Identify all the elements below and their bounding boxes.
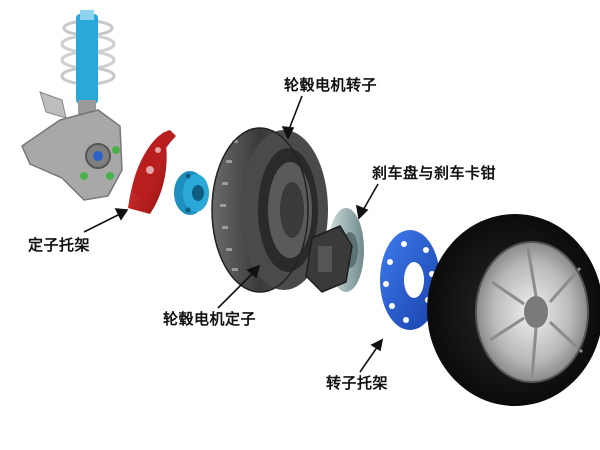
arrow-brake — [361, 183, 379, 213]
label-brake-disc-caliper: 刹车盘与刹车卡钳 — [372, 164, 497, 182]
label-stator-bracket: 定子托架 — [28, 236, 91, 254]
label-rotor-bracket: 转子托架 — [326, 374, 389, 392]
hub-motor-part — [211, 127, 328, 293]
brake-disc-caliper-part — [305, 208, 364, 293]
leader-arrows — [83, 95, 384, 373]
label-hub-motor-rotor: 轮毂电机转子 — [284, 76, 378, 94]
stator-bracket-part — [128, 130, 176, 214]
hub-flange-part — [174, 171, 209, 215]
suspension-strut — [21, 10, 123, 201]
arrow-hub-motor-stator — [217, 271, 255, 309]
arrow-hub-motor-rotor — [287, 95, 303, 133]
arrow-stator-bracket — [83, 213, 121, 233]
label-hub-motor-stator: 轮毂电机定子 — [163, 310, 257, 328]
arrow-rotor-bracket — [359, 345, 379, 373]
tire-wheel-part — [427, 214, 600, 406]
rotor-bracket-part — [380, 230, 440, 330]
